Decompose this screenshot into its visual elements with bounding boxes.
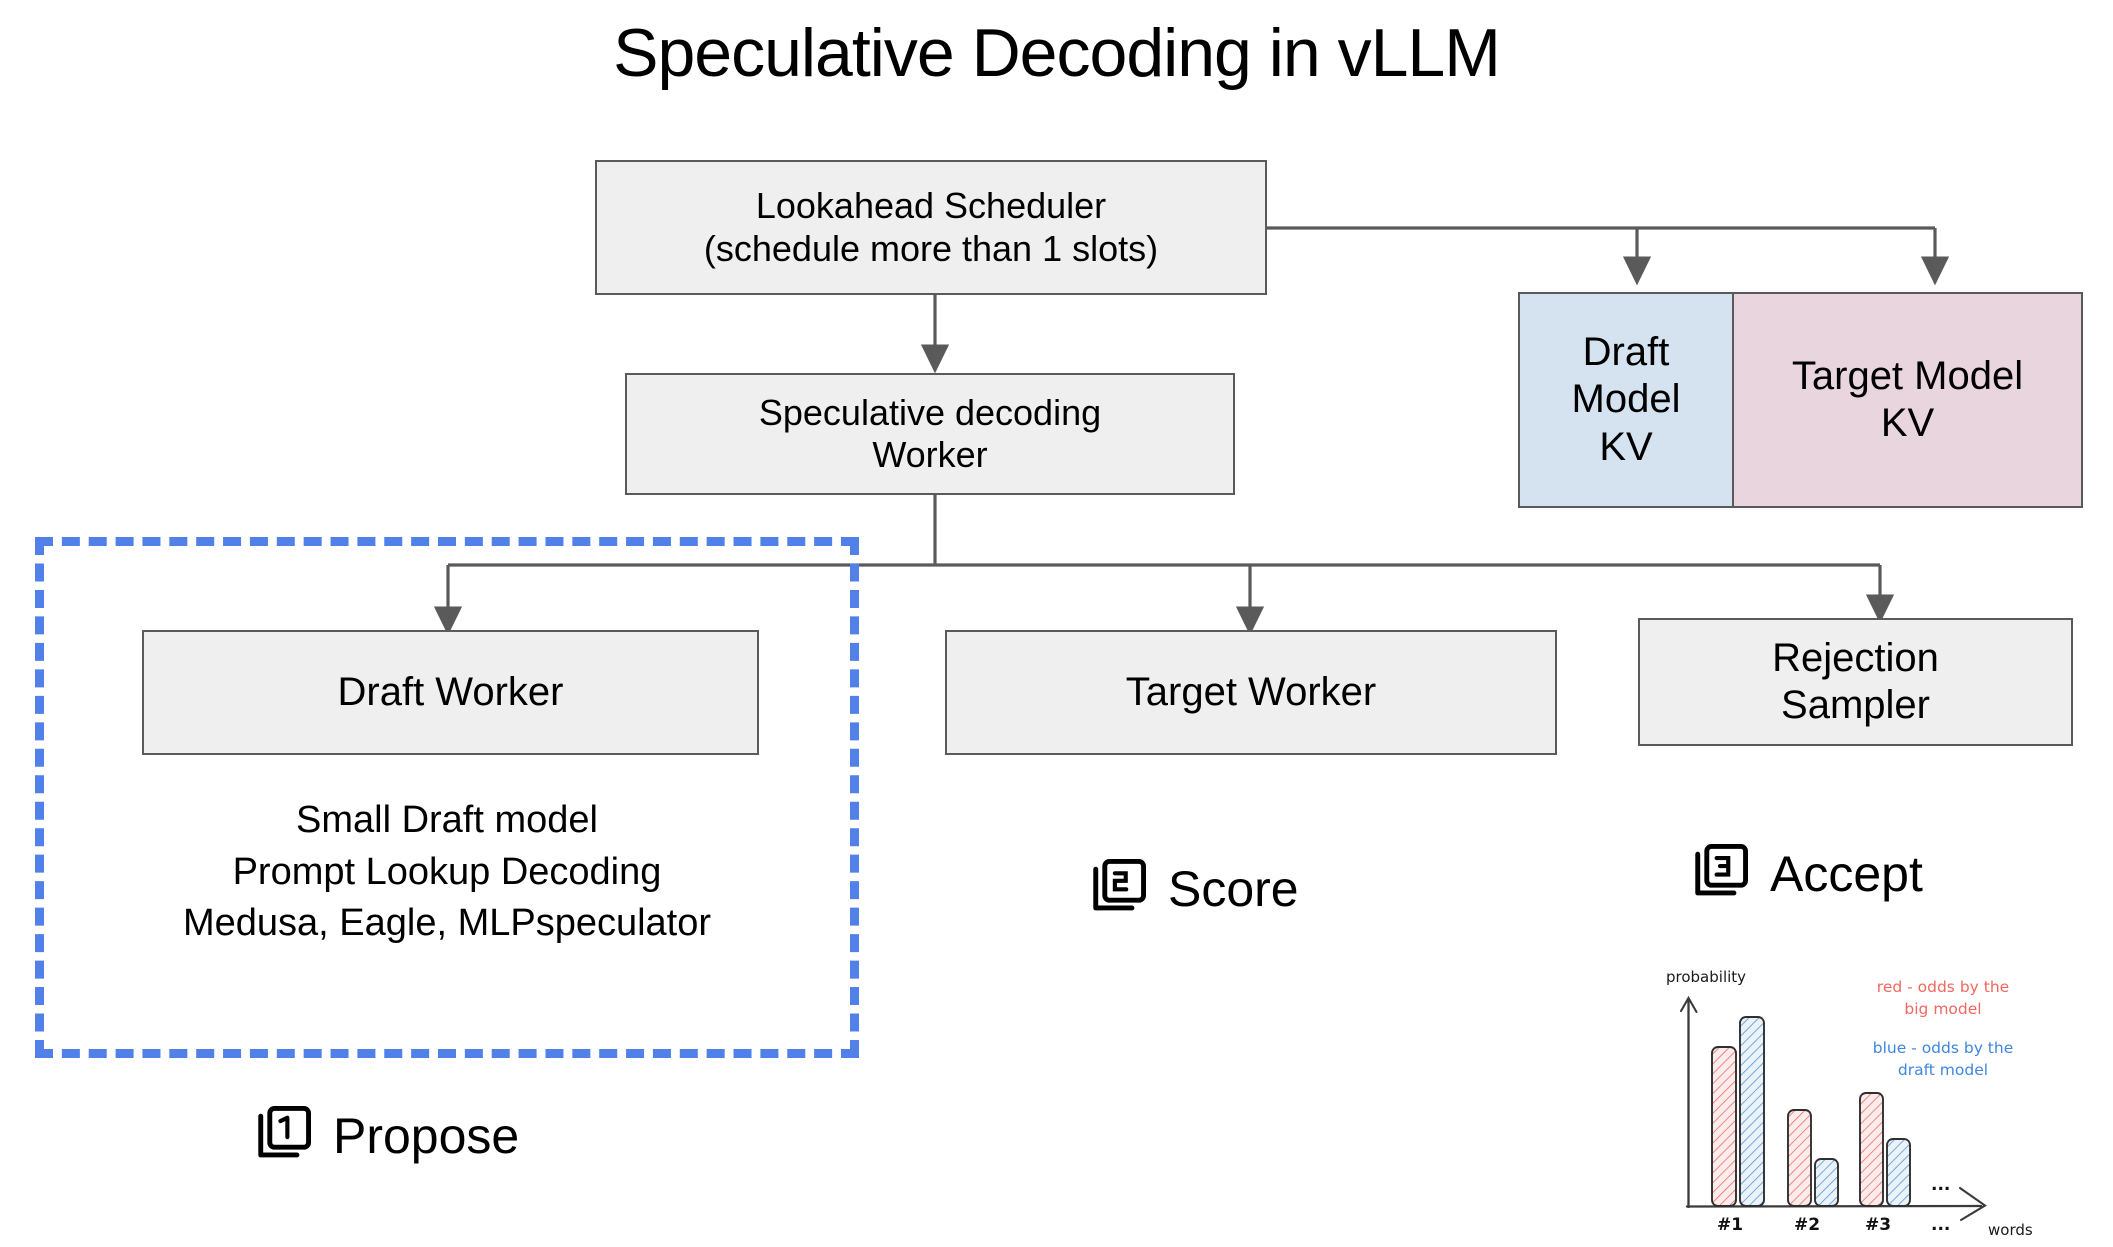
chart-legend-blue: blue - odds by the draft model xyxy=(1873,1039,2014,1079)
node-target-worker[interactable]: Target Worker xyxy=(945,630,1557,755)
bar-blue-3 xyxy=(1886,1138,1911,1207)
legend-red-line1: red - odds by the xyxy=(1877,978,2009,996)
step-propose: Propose xyxy=(253,1102,519,1169)
chart-legend-red: red - odds by the big model xyxy=(1877,978,2009,1018)
draft-detail-line: Small Draft model xyxy=(296,799,598,841)
chart-bars-ellipsis: ... xyxy=(1931,1175,1950,1195)
node-rejection-sampler[interactable]: Rejection Sampler xyxy=(1638,618,2073,746)
chart-tick-1: #1 xyxy=(1717,1215,1743,1235)
bar-red-3 xyxy=(1859,1092,1884,1207)
chart-tick-2: #2 xyxy=(1794,1215,1820,1235)
chart-bar-group-2 xyxy=(1787,1109,1839,1207)
node-draft-model-kv[interactable]: Draft Model KV xyxy=(1518,292,1733,508)
chart-bar-group-3 xyxy=(1859,1092,1911,1207)
step-score-label: Score xyxy=(1168,860,1299,917)
node-target-model-kv[interactable]: Target Model KV xyxy=(1733,292,2083,508)
chart-ylabel: probability xyxy=(1666,968,1746,986)
step-accept-label: Accept xyxy=(1770,845,1923,902)
node-draft-worker[interactable]: Draft Worker xyxy=(142,630,759,755)
bar-blue-1 xyxy=(1739,1016,1765,1207)
stacked-card-1-icon xyxy=(253,1102,315,1169)
legend-red-line2: big model xyxy=(1904,1000,1981,1018)
node-lookahead-scheduler[interactable]: Lookahead Scheduler (schedule more than … xyxy=(595,160,1267,295)
step-score: Score xyxy=(1088,855,1299,922)
chart-tick-ellipsis: ... xyxy=(1931,1215,1950,1235)
hand-drawn-probability-chart: probability words #1 #2 #3 ... ... red -… xyxy=(1666,968,2033,1239)
draft-detail-line: Medusa, Eagle, MLPspeculator xyxy=(182,902,712,945)
node-speculative-decoding-worker[interactable]: Speculative decoding Worker xyxy=(625,373,1235,495)
bar-red-2 xyxy=(1787,1109,1812,1207)
draft-detail-line: Prompt Lookup Decoding xyxy=(232,850,662,893)
bar-red-1 xyxy=(1711,1046,1737,1207)
page-title: Speculative Decoding in vLLM xyxy=(613,15,1501,91)
draft-worker-details: Small Draft model Prompt Lookup Decoding… xyxy=(35,795,859,950)
chart-xlabel: words xyxy=(1988,1221,2033,1239)
chart-bar-group-1 xyxy=(1711,1016,1765,1207)
stacked-card-2-icon xyxy=(1088,855,1150,922)
chart-tick-3: #3 xyxy=(1865,1215,1891,1235)
propose-highlight-region xyxy=(35,537,859,1058)
step-accept: Accept xyxy=(1690,840,1923,907)
bar-blue-2 xyxy=(1814,1158,1839,1207)
legend-blue-line1: blue - odds by the xyxy=(1873,1039,2014,1057)
step-propose-label: Propose xyxy=(333,1107,520,1164)
stacked-card-3-icon xyxy=(1690,840,1752,907)
legend-blue-line2: draft model xyxy=(1898,1061,1988,1079)
